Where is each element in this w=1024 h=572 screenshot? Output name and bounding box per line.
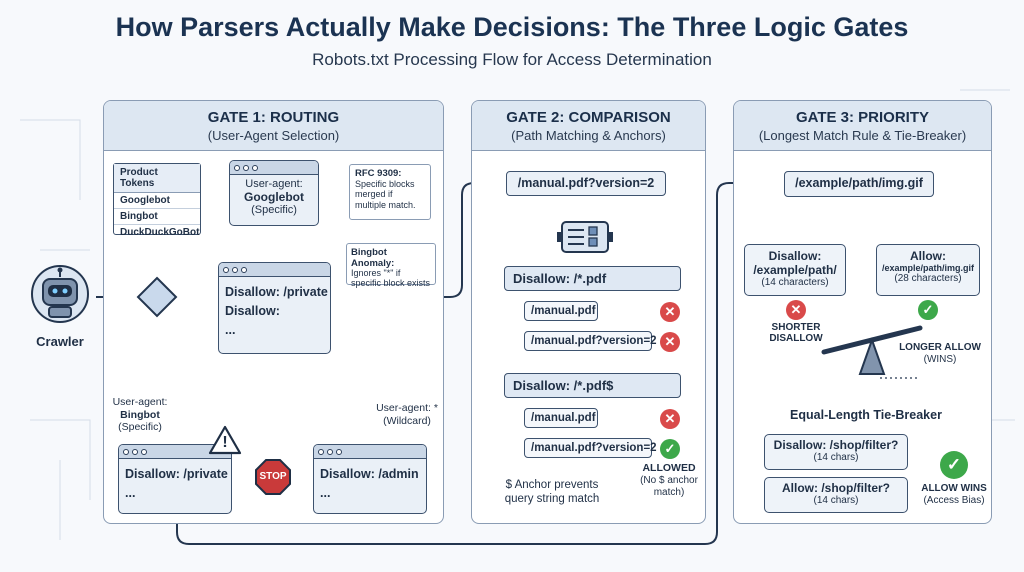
allow-card-line1: Allow: xyxy=(910,249,946,263)
ua-bingbot-line1: User-agent: xyxy=(112,396,168,408)
ua-googlebot-line2: Googlebot xyxy=(244,190,304,204)
longer-allow-note: (WINS) xyxy=(923,354,957,365)
gate1-subtitle: (User-Agent Selection) xyxy=(207,128,340,143)
warning-icon xyxy=(208,425,242,455)
gate1-header: GATE 1: ROUTING (User-Agent Selection) xyxy=(104,101,443,151)
seesaw-icon xyxy=(821,325,923,379)
crawler: Crawler xyxy=(20,262,96,358)
rfc-note: RFC 9309: Specific blocks merged if mult… xyxy=(349,164,431,220)
allowed-label: ALLOWED (No $ anchor match) xyxy=(636,462,702,499)
gate3-title: GATE 3: PRIORITY xyxy=(795,109,930,126)
gate2-rule1: Disallow: /*.pdf xyxy=(504,266,681,291)
gate1-title: GATE 1: ROUTING xyxy=(207,109,340,126)
tie-disallow-rule: Disallow: /shop/filter? xyxy=(773,438,899,452)
ruleset-line1: Disallow: /private xyxy=(225,285,328,299)
longer-allow-label: LONGER ALLOW (WINS) xyxy=(894,342,986,366)
disallow-card-chars: (14 characters) xyxy=(761,277,829,288)
gate3-input-url: /example/path/img.gif xyxy=(784,171,934,197)
ruleset-line2: Disallow: xyxy=(225,304,280,318)
tie-allow-chars: (14 chars) xyxy=(813,495,859,506)
cross-icon: ✕ xyxy=(660,302,680,322)
token-googlebot: Googlebot xyxy=(114,193,200,209)
longer-allow-title: LONGER ALLOW xyxy=(899,342,981,353)
tie-allow-rule: Allow: /shop/filter? xyxy=(782,481,890,495)
bingbot-ruleset-block: Disallow: /private ... xyxy=(118,444,232,514)
gate2-rule2: Disallow: /*.pdf$ xyxy=(504,373,681,398)
ua-bingbot-line2: Bingbot xyxy=(120,408,160,421)
rfc-note-text: Specific blocks merged if multiple match… xyxy=(355,179,416,210)
ua-googlebot-line1: User-agent: xyxy=(245,178,303,190)
ua-googlebot-line3: (Specific) xyxy=(251,204,297,216)
gate2-subtitle: (Path Matching & Anchors) xyxy=(511,128,666,143)
bingbot-anomaly-note: Bingbot Anomaly: Ignores "*" if specific… xyxy=(346,243,436,288)
bingbot-anomaly-title: Bingbot Anomaly: xyxy=(351,247,395,269)
bingbot-block-line2: ... xyxy=(125,486,136,500)
token-duckduckgobot: DuckDuckGoBot xyxy=(120,227,200,238)
cross-icon: ✕ xyxy=(660,332,680,352)
gate2-header: GATE 2: COMPARISON (Path Matching & Anch… xyxy=(472,101,705,151)
allow-card-line2: /example/path/img.gif xyxy=(881,263,975,273)
allowed-note: (No $ anchor match) xyxy=(640,474,698,498)
check-icon: ✓ xyxy=(918,300,938,320)
wildcard-ruleset-block: Disallow: /admin ... xyxy=(313,444,427,514)
rule1-path1: /manual.pdf xyxy=(524,301,598,321)
robot-icon xyxy=(31,265,89,323)
crawler-label: Crawler xyxy=(36,334,84,349)
gate3-allow-card: Allow: /example/path/img.gif (28 charact… xyxy=(876,244,980,296)
bingbot-anomaly-text: Ignores "*" if specific block exists xyxy=(351,268,431,288)
cross-icon: ✕ xyxy=(660,409,680,429)
gate3-disallow-card: Disallow: /example/path/ (14 characters) xyxy=(744,244,846,296)
ua-googlebot-box: User-agent: Googlebot (Specific) xyxy=(229,160,319,226)
page-title: How Parsers Actually Make Decisions: The… xyxy=(115,12,909,42)
check-icon: ✓ xyxy=(940,451,968,479)
gate3-subtitle: (Longest Match Rule & Tie-Breaker) xyxy=(758,128,967,143)
ua-bingbot-line3: (Specific) xyxy=(118,421,162,434)
allow-card-chars: (28 characters) xyxy=(894,273,962,284)
allow-wins-label: ALLOW WINS (Access Bias) xyxy=(918,483,990,507)
disallow-card-line1: Disallow: xyxy=(768,249,822,263)
ua-wildcard-label: User-agent: * (Wildcard) xyxy=(374,402,440,427)
check-icon: ✓ xyxy=(660,439,680,459)
decision-diamond-icon xyxy=(136,276,178,318)
parser-icon xyxy=(557,221,613,253)
product-tokens: Product Tokens Googlebot Bingbot DuckDuc… xyxy=(113,163,201,238)
gate2-input-url: /manual.pdf?version=2 xyxy=(506,171,666,196)
gate3-header: GATE 3: PRIORITY (Longest Match Rule & T… xyxy=(734,101,991,151)
allow-wins-title: ALLOW WINS xyxy=(921,483,987,494)
page-subtitle: Robots.txt Processing Flow for Access De… xyxy=(312,50,712,69)
disallow-card-line2: /example/path/ xyxy=(753,263,837,277)
shorter-disallow-label: SHORTER DISALLOW xyxy=(769,322,823,344)
ua-wildcard-line2: (Wildcard) xyxy=(383,414,431,427)
ruleset-line3: ... xyxy=(225,323,236,337)
rule2-path1: /manual.pdf xyxy=(524,408,598,428)
stop-sign-icon xyxy=(255,459,291,495)
selected-ruleset-block: Disallow: /private Disallow: ... xyxy=(218,262,331,354)
warning-symbol: ! xyxy=(222,434,228,451)
tie-breaker-title: Equal-Length Tie-Breaker xyxy=(790,408,942,422)
gate2-title: GATE 2: COMPARISON xyxy=(506,109,671,126)
rfc-note-title: RFC 9309: xyxy=(355,168,402,179)
allow-wins-note: (Access Bias) xyxy=(923,495,985,506)
wildcard-block-line2: ... xyxy=(320,486,331,500)
rule2-path2: /manual.pdf?version=2 xyxy=(524,438,657,458)
anchor-note: $ Anchor prevents query string match xyxy=(504,479,600,506)
tie-allow-card: Allow: /shop/filter? (14 chars) xyxy=(764,477,908,513)
rule1-path2: /manual.pdf?version=2 xyxy=(524,331,657,351)
product-tokens-header: Product Tokens xyxy=(114,164,200,193)
ua-wildcard-line1: User-agent: * xyxy=(376,402,438,414)
tie-disallow-chars: (14 chars) xyxy=(813,452,859,463)
stop-label: STOP xyxy=(259,471,287,482)
bingbot-block-line1: Disallow: /private xyxy=(125,467,228,481)
ua-bingbot-label: User-agent: Bingbot (Specific) xyxy=(110,396,170,434)
tie-disallow-card: Disallow: /shop/filter? (14 chars) xyxy=(764,434,908,470)
allowed-title: ALLOWED xyxy=(642,462,696,474)
token-bingbot: Bingbot xyxy=(114,209,200,225)
wildcard-block-line1: Disallow: /admin xyxy=(320,467,419,481)
cross-icon: ✕ xyxy=(786,300,806,320)
